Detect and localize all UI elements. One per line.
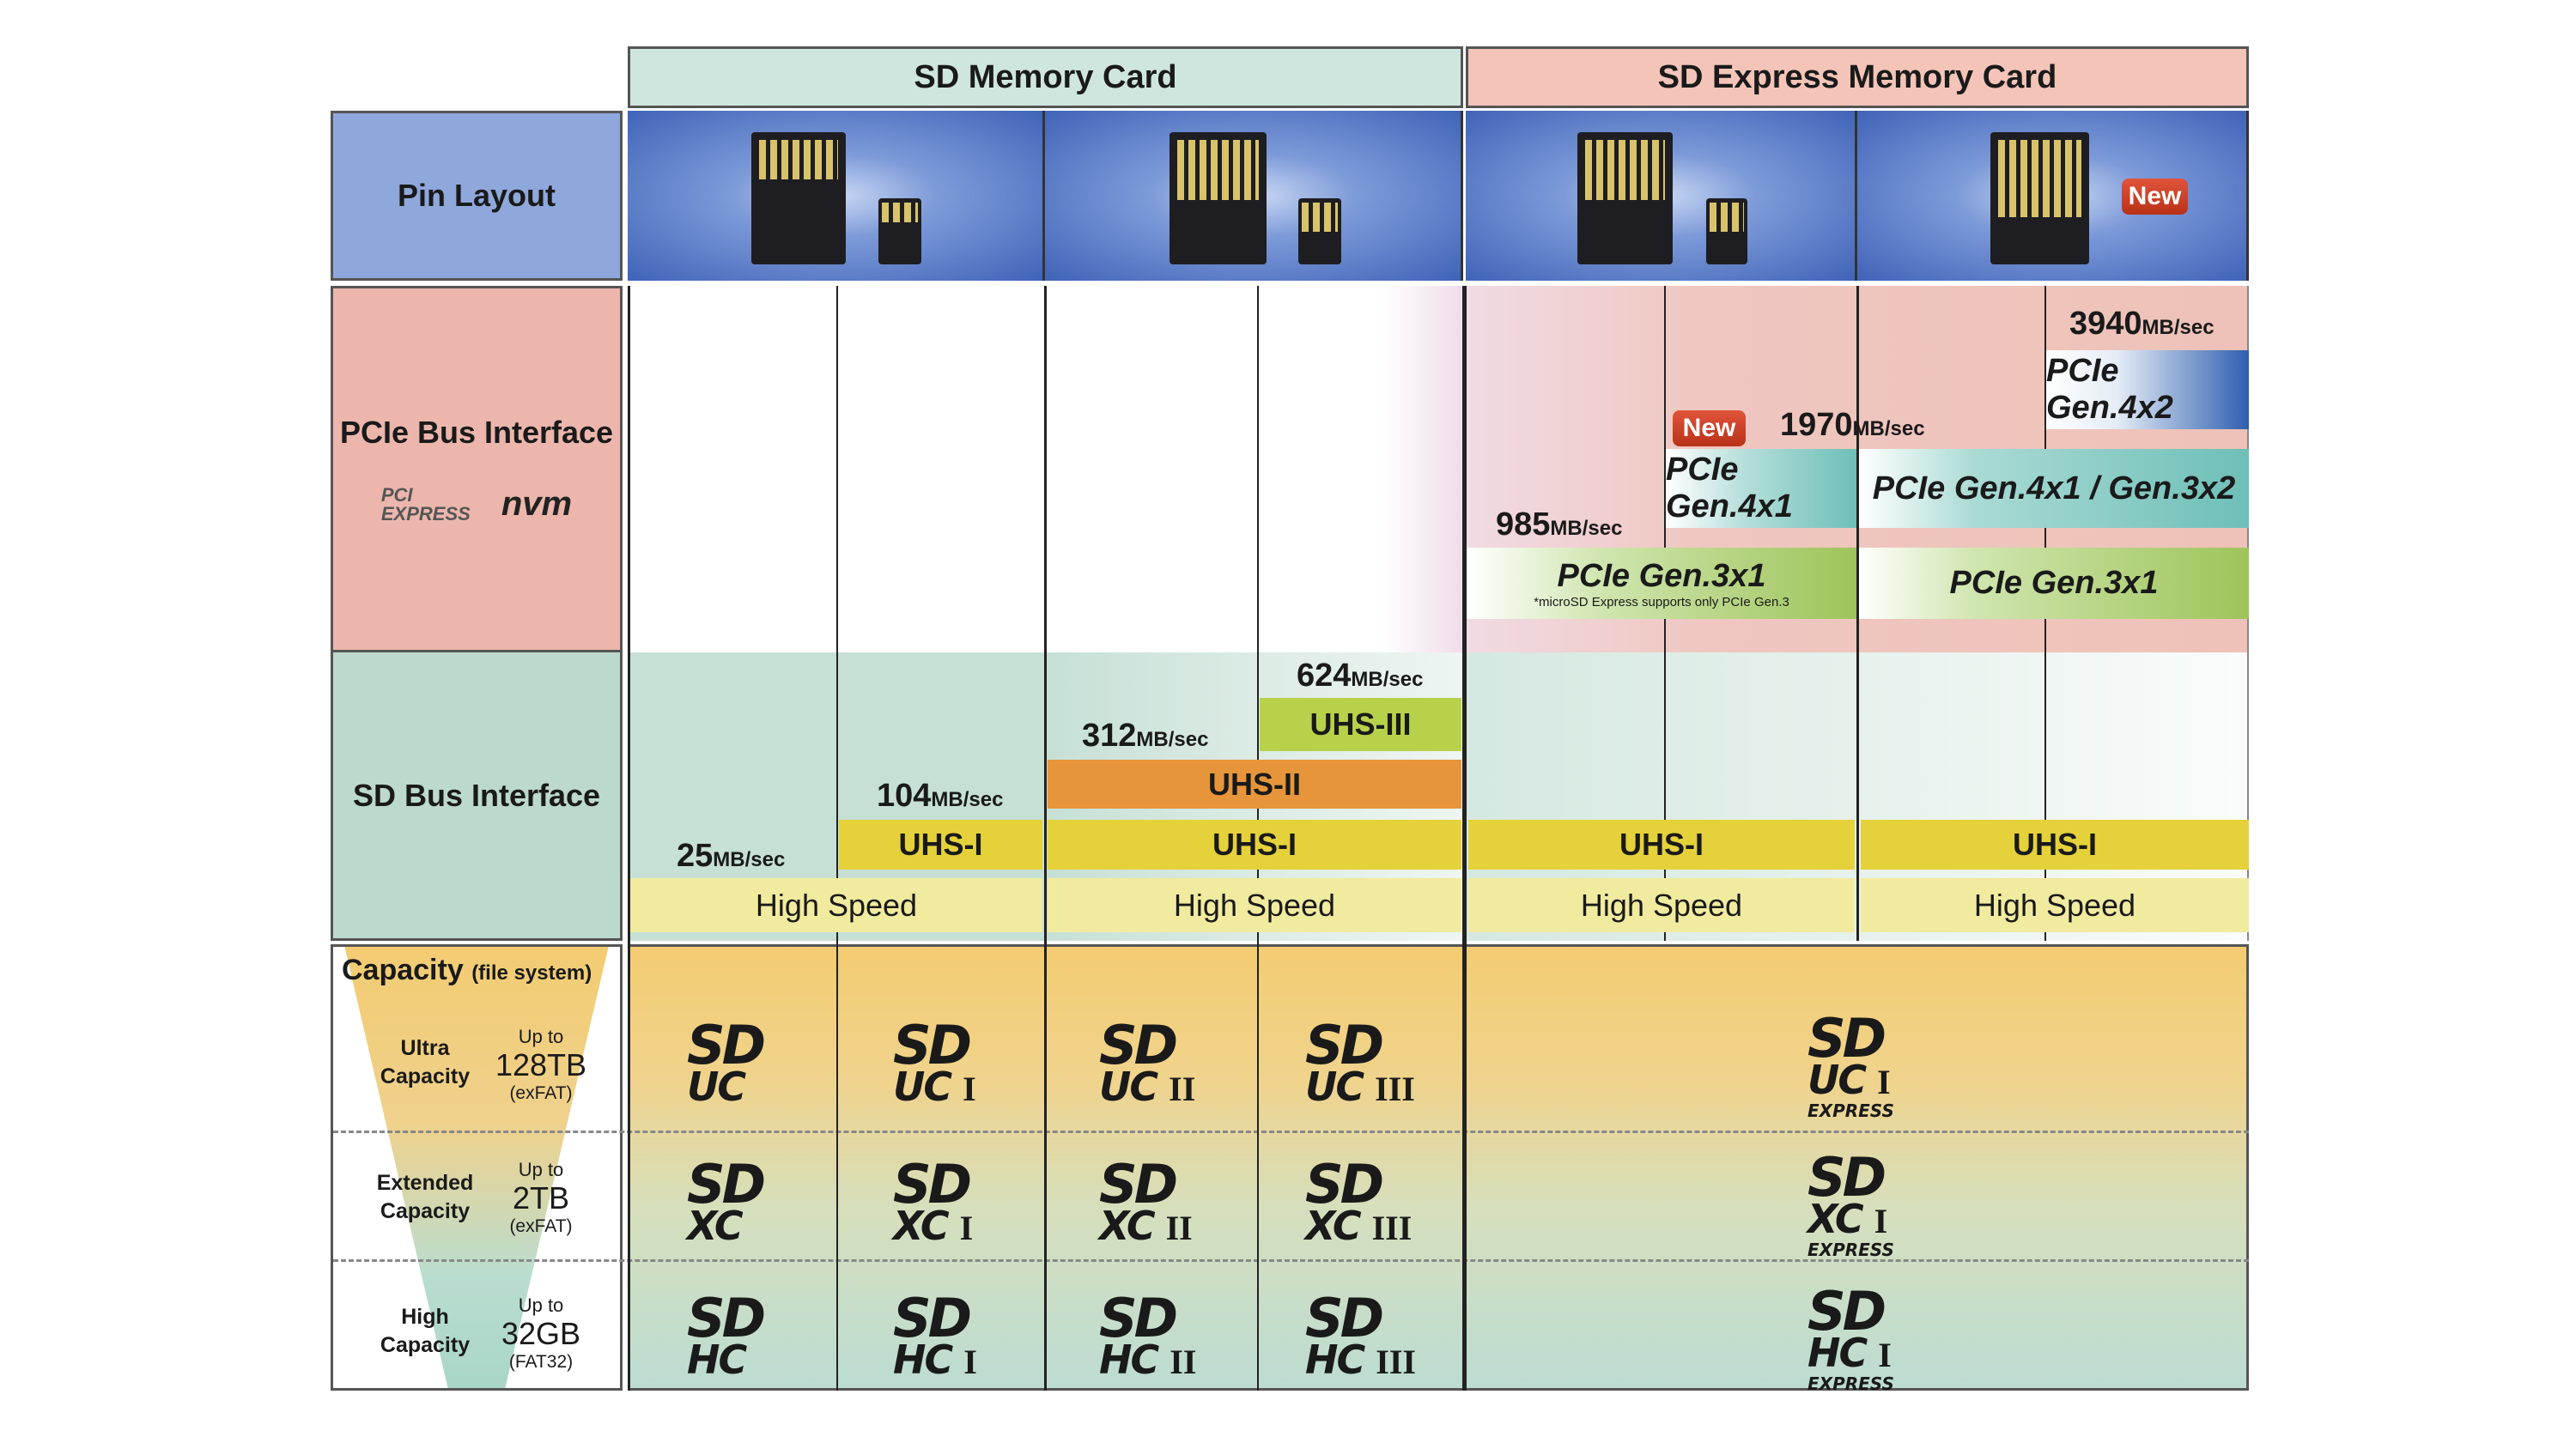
capacity-high-name: High Capacity [380, 1305, 471, 1357]
divider-extended-high [333, 1259, 2249, 1262]
microsd-express-note: *microSD Express supports only PCIe Gen.… [1534, 594, 1789, 609]
uhs2-bar: UHS-II [1048, 760, 1461, 809]
uhs1-bar: UHS-I [1048, 820, 1461, 870]
uhs3-bar: UHS-III [1260, 698, 1461, 751]
microsd-express-card-image [1706, 198, 1747, 264]
row-label-pin-layout: Pin Layout [331, 111, 623, 281]
pcie-gen3x1-left-bar: PCIe Gen.3x1 *microSD Express supports o… [1467, 548, 1856, 619]
pin-layout-label: Pin Layout [397, 178, 556, 213]
speed-3940: 3940MB/sec [2069, 306, 2215, 342]
sd-express-gen4-card-image [1990, 132, 2089, 264]
pci-express-logo: PCI EXPRESS [380, 483, 471, 524]
uhs1-bar: UHS-I [1468, 820, 1855, 870]
microsd-uhs2-card-image [1298, 198, 1341, 264]
capacity-label: Capacity [342, 954, 464, 986]
pcie-gen4x1-gen3x2-bar: PCIe Gen.4x1 / Gen.3x2 [1859, 449, 2249, 528]
new-badge-pin: New [2122, 179, 2188, 215]
header-sd-express-memory-card: SD Express Memory Card [1466, 46, 2249, 108]
pcie-gen3x1-left-label: PCIe Gen.3x1 [1557, 557, 1766, 594]
uhs1-bar: UHS-I [839, 820, 1042, 870]
divider-ultra-extended [333, 1131, 2249, 1133]
speed-624: 624MB/sec [1297, 658, 1424, 694]
pcie-bus-interface-label: PCIe Bus Interface [339, 415, 614, 450]
capacity-ultra-name: Ultra Capacity [380, 1036, 471, 1088]
header-sd-memory-card: SD Memory Card [628, 46, 1463, 108]
high-speed-bar: High Speed [1468, 878, 1855, 932]
row-label-capacity: Capacity (file system) [331, 944, 623, 1391]
row-label-pcie: PCIe Bus Interface PCI EXPRESS nvm [331, 286, 623, 652]
speed-25: 25MB/sec [677, 838, 786, 874]
speed-312: 312MB/sec [1082, 718, 1209, 754]
speed-985: 985MB/sec [1496, 506, 1623, 543]
speed-1970: 1970MB/sec [1780, 407, 1925, 443]
pcie-gen3x1-right-bar: PCIe Gen.3x1 [1859, 548, 2249, 619]
capacity-bg [628, 944, 2249, 1391]
pcie-gen4x2-bar: PCIe Gen.4x2 [2046, 350, 2249, 429]
sd-card-image [751, 132, 846, 264]
capacity-extended-name: Extended Capacity [376, 1171, 474, 1223]
high-speed-bar: High Speed [1861, 878, 2249, 932]
column-divider [1856, 286, 1859, 941]
sd-express-card-image [1577, 132, 1673, 264]
nvme-logo: nvm [501, 485, 573, 523]
pcie-gen4x1-bar: PCIe Gen.4x1 [1666, 449, 1856, 528]
high-speed-bar: High Speed [630, 878, 1042, 932]
column-divider [628, 286, 630, 1391]
speed-104: 104MB/sec [877, 778, 1004, 814]
pcie-memory-bg [1258, 286, 1463, 652]
column-divider [1044, 286, 1047, 1391]
column-divider [836, 286, 838, 1391]
sd-uhs2-card-image [1170, 132, 1267, 264]
sd-bus-interface-label: SD Bus Interface [352, 777, 601, 813]
microsd-card-image [878, 198, 921, 264]
capacity-note: (file system) [471, 961, 592, 985]
high-speed-bar: High Speed [1048, 878, 1461, 932]
new-badge-pcie: New [1673, 410, 1746, 446]
uhs1-bar: UHS-I [1861, 820, 2249, 870]
column-divider [1462, 286, 1467, 1391]
row-label-sd-bus: SD Bus Interface [331, 652, 623, 941]
